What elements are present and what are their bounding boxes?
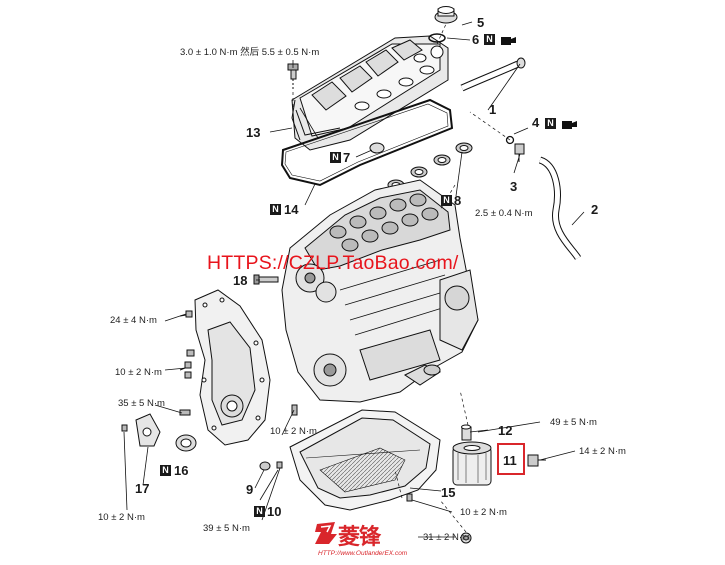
torque-oil-pan: 10 ± 2 N·m (460, 507, 507, 518)
small-bolts (121, 310, 413, 502)
engine-block (281, 179, 479, 403)
timing-chain-case (194, 289, 271, 446)
new-part-mark: N (160, 465, 171, 476)
part-number-12: 12 (498, 423, 513, 438)
valve-cover (291, 35, 449, 151)
brand-logo-url: HTTP://www.OutlanderEX.com (318, 550, 408, 557)
torque-oil-pan-washer: 31 ± 2 N·m (423, 532, 470, 543)
highlight-box (497, 443, 525, 475)
part-number-10: 10 (267, 504, 282, 519)
part-number-1: 1 (489, 102, 497, 117)
torque-chain-case-bottom: 10 ± 2 N·m (270, 426, 317, 437)
part-number-8: 8 (454, 193, 462, 208)
part-number-13: 13 (246, 125, 261, 140)
brand-logo-icon (315, 522, 337, 544)
part-number-17: 17 (135, 481, 150, 496)
ventilation-hose (538, 156, 581, 260)
part-number-11: 11 (503, 453, 517, 468)
new-part-mark: N (270, 204, 281, 215)
torque-oil-filter: 14 ± 2 N·m (579, 446, 626, 457)
oil-can-icon (562, 121, 577, 129)
part-number-15: 15 (441, 485, 456, 500)
part-number-2: 2 (591, 202, 599, 217)
oil-can-icon (501, 37, 516, 45)
torque-drain-plug: 39 ± 5 N·m (203, 523, 250, 534)
torque-bracket: 35 ± 5 N·m (118, 398, 165, 409)
oil-pressure-switch (527, 454, 546, 467)
new-part-mark: N (484, 34, 495, 45)
watermark-url: HTTPS://CZLP.TaoBao.com/ (207, 252, 459, 274)
part-number-18: 18 (233, 273, 248, 288)
torque-pcv-valve: 2.5 ± 0.4 N·m (475, 208, 533, 219)
bolt-18 (253, 274, 279, 285)
new-part-mark: N (441, 195, 452, 206)
torque-filter-stud: 49 ± 5 N·m (550, 417, 597, 428)
part-number-3: 3 (510, 179, 518, 194)
part-number-14: 14 (284, 202, 299, 217)
oil-seal-16 (175, 434, 197, 452)
brand-logo-text: 菱锋 (338, 525, 381, 550)
oil-filler-cap (434, 6, 458, 24)
bracket-17 (135, 413, 161, 447)
part-number-7: 7 (343, 150, 351, 165)
torque-bracket-lower: 10 ± 2 N·m (98, 512, 145, 523)
new-part-mark: N (254, 506, 265, 517)
seal-7 (369, 142, 385, 154)
part-number-5: 5 (477, 15, 485, 30)
part-number-6: 6 (472, 32, 480, 47)
torque-chain-case-upper: 24 ± 4 N·m (110, 315, 157, 326)
filter-stud-12 (461, 424, 472, 441)
valve-cover-gasket (280, 98, 454, 187)
cap-gasket (428, 33, 446, 43)
leader-lines (123, 21, 585, 538)
torque-chain-case-lower: 10 ± 2 N·m (115, 367, 162, 378)
part-number-16: 16 (174, 463, 189, 478)
drain-gasket (259, 461, 271, 471)
pcv-valve (514, 143, 525, 162)
spark-plug-seals (387, 142, 473, 191)
part-number-9: 9 (246, 482, 254, 497)
oil-pan (289, 409, 441, 511)
oil-filter (452, 441, 492, 486)
torque-cover-bolt: 3.0 ± 1.0 N·m 然后 5.5 ± 0.5 N·m (180, 47, 320, 58)
new-part-mark: N (330, 152, 341, 163)
part-number-4: 4 (532, 115, 540, 130)
pcv-gasket (505, 135, 515, 145)
new-part-mark: N (545, 118, 556, 129)
